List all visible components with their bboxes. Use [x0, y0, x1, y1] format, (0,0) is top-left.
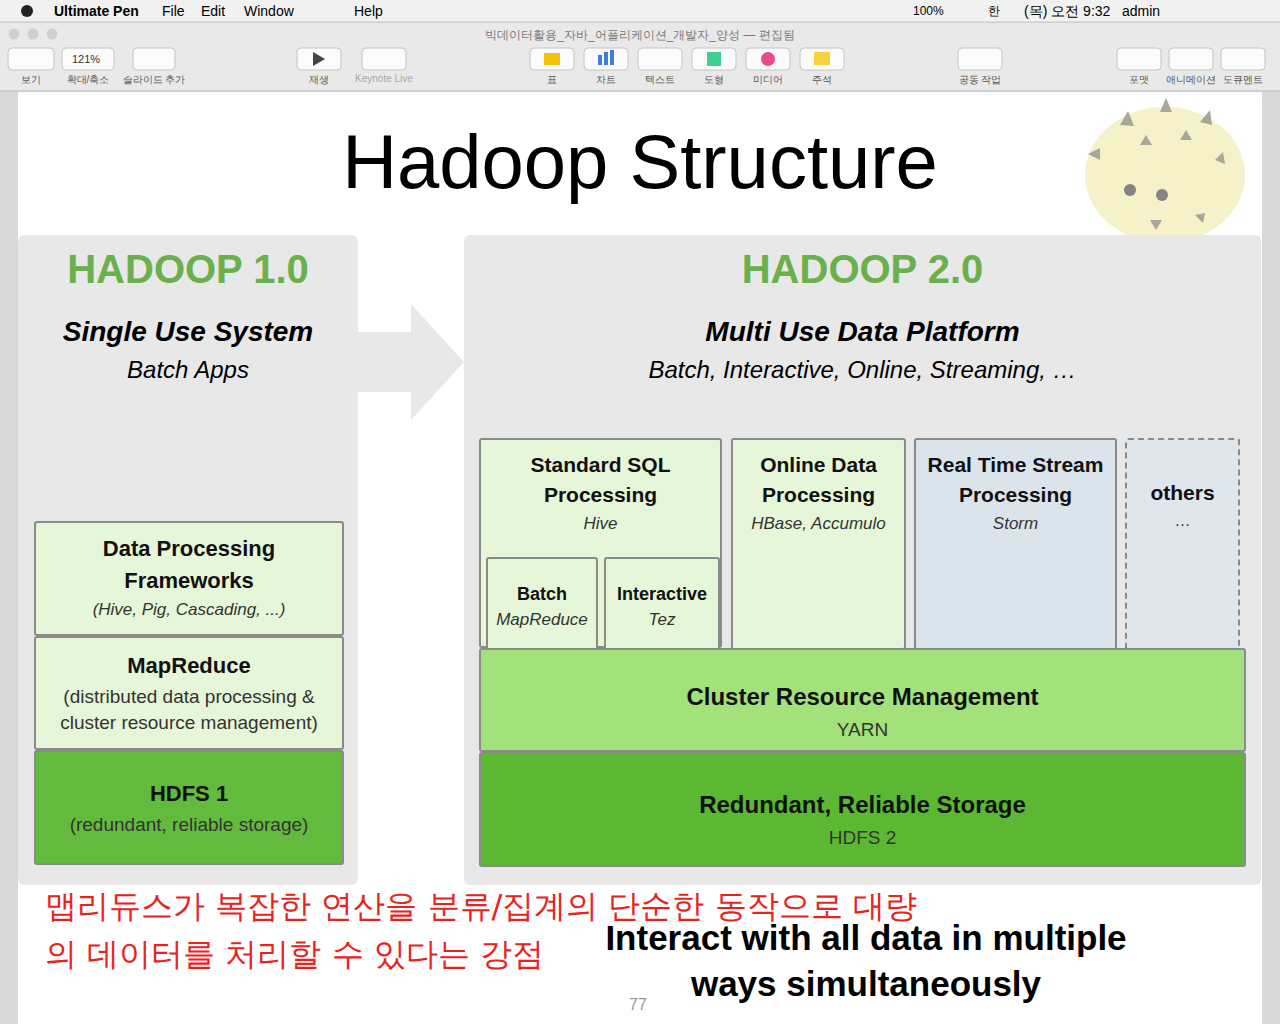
box-subtext: (Hive, Pig, Cascading, ...): [40, 599, 338, 622]
box-heading: Standard SQL Processing: [485, 450, 716, 511]
storage-band: Redundant, Reliable StorageHDFS 2: [479, 752, 1246, 867]
engine-box: Real Time Stream ProcessingStorm: [914, 438, 1117, 650]
engine-box: BatchMapReduce: [486, 557, 598, 652]
toolbar-label: Keynote Live: [84, 73, 684, 84]
box-heading: others: [1131, 478, 1234, 508]
menu-bar-border: [0, 22, 1280, 23]
yarn-band: Cluster Resource ManagementYARN: [479, 648, 1246, 752]
box-heading: Data Processing Frameworks: [40, 533, 338, 597]
input-source: 한: [988, 3, 1000, 20]
box-subtext: MapReduce: [492, 609, 592, 632]
box-subtext: Tez: [610, 609, 714, 632]
box-heading: HADOOP 1.0: [22, 247, 354, 292]
chart-icon: [604, 52, 608, 65]
page-number: 77: [338, 996, 938, 1014]
window-button: [9, 29, 20, 40]
engine-box: Standard SQL ProcessingHiveBatchMapReduc…: [479, 438, 722, 648]
slide-note: Interact with all data in multiple ways …: [586, 915, 1146, 1007]
toolbar-buttons: [8, 48, 1265, 70]
toolbar-label: 주석: [522, 73, 1122, 87]
play-icon: [313, 52, 325, 66]
toolbar-label: 재생: [19, 73, 619, 87]
toolbar-label: 확대/축소: [0, 73, 388, 87]
highlight-box: [476, 645, 1257, 758]
window-button: [47, 29, 58, 40]
media-icon: [761, 52, 775, 66]
box-subtext: HBase, Accumulo: [737, 513, 900, 536]
box-subtext: HDFS 2: [485, 825, 1240, 851]
box-subtext: Multi Use Data Platform: [468, 316, 1257, 348]
box-subtext: Batch Apps: [22, 356, 354, 384]
box-heading: Online Data Processing: [737, 450, 900, 511]
slide-title: Hadoop Structure: [240, 118, 1040, 205]
box-subtext: Storm: [920, 513, 1111, 536]
box-heading: Batch: [492, 581, 592, 607]
canvas-margin: [0, 92, 18, 1024]
battery-level: 100%: [913, 4, 944, 18]
engine-box: others…: [1125, 438, 1240, 650]
transition-arrow: [358, 304, 464, 420]
box-heading: Interactive: [610, 581, 714, 607]
layer-box: MapReduce(distributed data processing & …: [34, 636, 344, 750]
app-menu: Ultimate Pen: [54, 3, 139, 19]
window-button: [28, 29, 39, 40]
menu-bar: [0, 0, 1280, 22]
box-heading: MapReduce: [40, 650, 338, 682]
toolbar-label: 도형: [414, 73, 1014, 87]
apple-logo: [21, 5, 33, 17]
box-subtext: (distributed data processing & cluster r…: [40, 684, 338, 735]
toolbar-label: 텍스트: [360, 73, 960, 87]
storage-box: HDFS 1(redundant, reliable storage): [34, 750, 344, 865]
canvas-margin: [1262, 92, 1280, 1024]
box-subtext: YARN: [485, 717, 1240, 743]
version-panel: HADOOP 1.0Single Use SystemBatch AppsDat…: [18, 235, 358, 885]
layer-box: Data Processing Frameworks(Hive, Pig, Ca…: [34, 521, 344, 636]
version-panel: HADOOP 2.0Multi Use Data PlatformBatch, …: [464, 235, 1261, 885]
engine-box: InteractiveTez: [604, 557, 720, 652]
menu-item: Window: [244, 3, 294, 19]
menu-item: File: [162, 3, 185, 19]
toolbar-border: [0, 91, 1280, 92]
chart-icon: [610, 50, 614, 65]
box-heading: HADOOP 2.0: [468, 247, 1257, 292]
box-heading: Redundant, Reliable Storage: [485, 788, 1240, 823]
slide: [18, 92, 1262, 1024]
menu-clock: (목) 오전 9:32: [1024, 3, 1110, 21]
box-heading: HDFS 1: [40, 778, 338, 810]
engine-box: Online Data ProcessingHBase, Accumulo: [731, 438, 906, 650]
box-subtext: …: [1131, 510, 1234, 532]
toolbar-label: 도큐멘트: [943, 73, 1280, 87]
window-title: 빅데이터활용_자바_어플리케이션_개발자_양성 — 편집됨: [340, 27, 940, 44]
box-subtext: Batch, Interactive, Online, Streaming, …: [468, 356, 1257, 384]
comment-icon: [814, 52, 830, 65]
pufferfish-logo: [1085, 98, 1245, 243]
box-subtext: Single Use System: [22, 316, 354, 348]
box-heading: Real Time Stream Processing: [920, 450, 1111, 511]
shape-icon: [707, 52, 721, 66]
box-heading: Cluster Resource Management: [485, 680, 1240, 715]
chart-icon: [598, 55, 602, 65]
user-name: admin: [1122, 3, 1160, 19]
menu-item: Help: [354, 3, 383, 19]
zoom-value: 121%: [0, 53, 386, 65]
table-icon: [544, 53, 560, 65]
box-subtext: Hive: [485, 513, 716, 536]
menu-item: Edit: [201, 3, 225, 19]
box-subtext: (redundant, reliable storage): [40, 812, 338, 838]
toolbar: [0, 23, 1280, 91]
toolbar-label: 애니메이션: [891, 73, 1280, 87]
